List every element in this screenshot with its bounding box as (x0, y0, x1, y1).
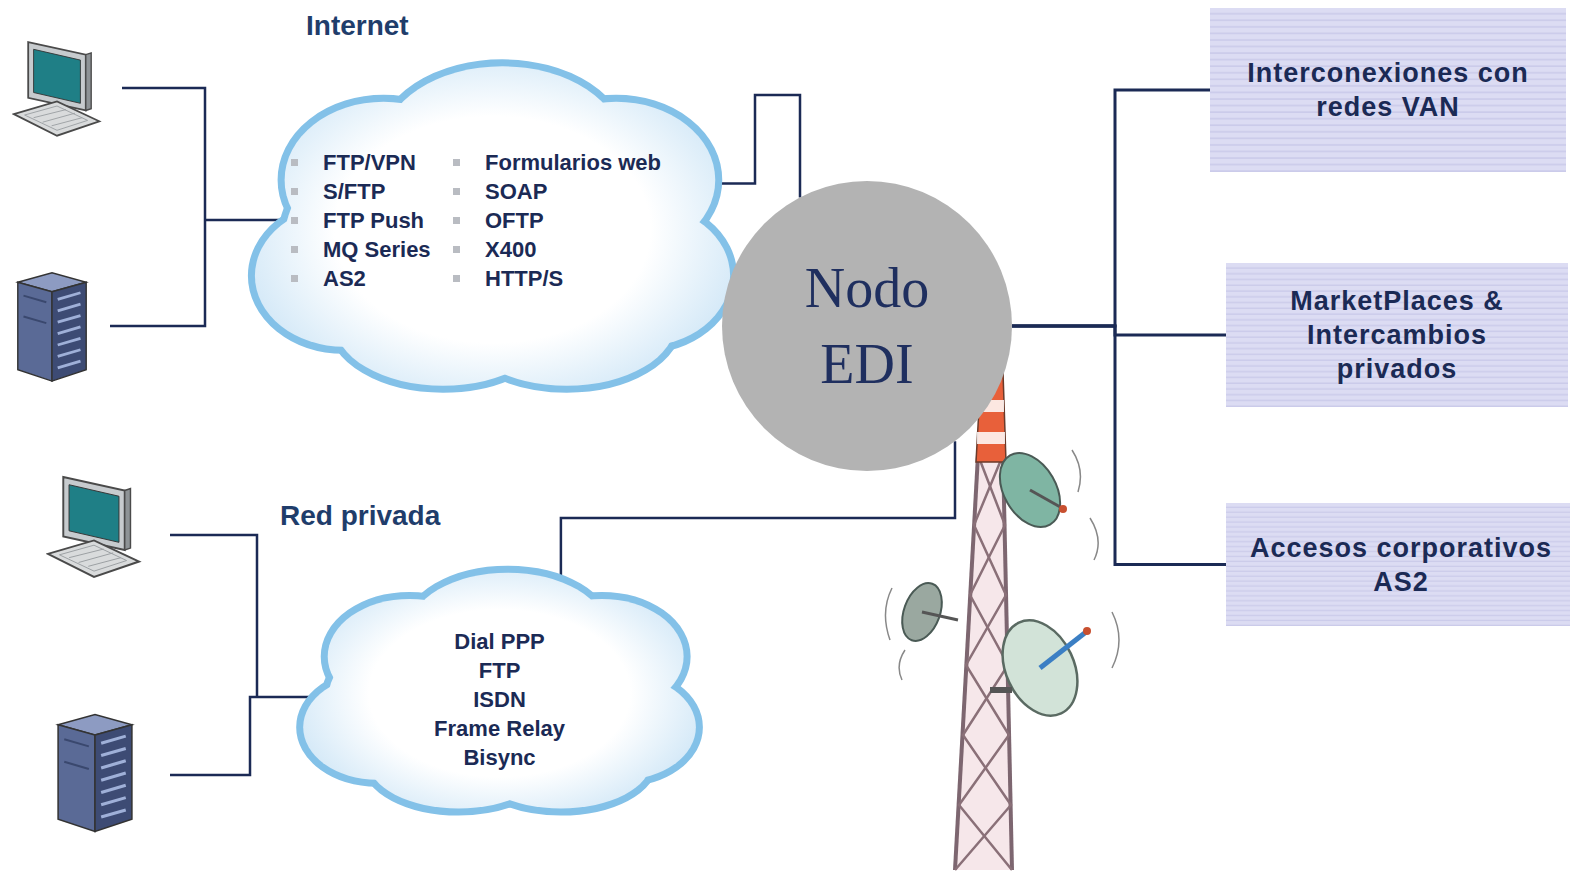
hub-label: Nodo EDI (767, 250, 967, 402)
box-label: MarketPlaces & Intercambios privados (1290, 284, 1505, 386)
network-title: Red privada (280, 500, 440, 532)
protocol-item: SOAP (485, 177, 661, 206)
network-cloud: InternetFTP/VPNS/FTPFTP PushMQ SeriesAS2… (245, 10, 740, 400)
protocol-item: Dial PPP (295, 627, 704, 656)
box-shape (1226, 503, 1570, 626)
protocol-item: OFTP (485, 206, 661, 235)
connector (718, 95, 800, 197)
computer-icon (14, 42, 100, 136)
destination-box: Interconexiones con redes VAN (1210, 8, 1566, 172)
server-icon (18, 273, 86, 381)
protocol-item: FTP/VPN (323, 148, 485, 177)
protocol-item: S/FTP (323, 177, 485, 206)
protocol-item: HTTP/S (485, 264, 661, 293)
protocol-list: Dial PPPFTPISDNFrame RelayBisync (295, 627, 704, 772)
protocol-item: X400 (485, 235, 661, 264)
computer-icon (48, 477, 139, 577)
destination-box: MarketPlaces & Intercambios privados (1226, 263, 1568, 407)
protocol-item: AS2 (323, 264, 485, 293)
hub-circle: Nodo EDI (722, 181, 1012, 471)
server-icon (58, 715, 132, 832)
protocol-item: ISDN (295, 685, 704, 714)
protocol-item: FTP (295, 656, 704, 685)
connector (1012, 90, 1210, 326)
box-label: Interconexiones con redes VAN (1220, 56, 1556, 124)
protocol-item: MQ Series (323, 235, 485, 264)
protocol-item: Bisync (295, 743, 704, 772)
destination-box: Accesos corporativos AS2 (1226, 503, 1570, 626)
box-label: Accesos corporativos AS2 (1236, 531, 1566, 599)
protocol-item: FTP Push (323, 206, 485, 235)
protocol-list: FTP/VPNS/FTPFTP PushMQ SeriesAS2 Formular… (323, 148, 661, 293)
network-cloud: Red privadaDial PPPFTPISDNFrame RelayBis… (280, 500, 709, 820)
protocol-item: Formularios web (485, 148, 661, 177)
circle-shape (722, 181, 1012, 471)
connector (1012, 326, 1226, 565)
box-shape (1210, 8, 1566, 172)
protocol-item: Frame Relay (295, 714, 704, 743)
network-title: Internet (306, 10, 409, 42)
